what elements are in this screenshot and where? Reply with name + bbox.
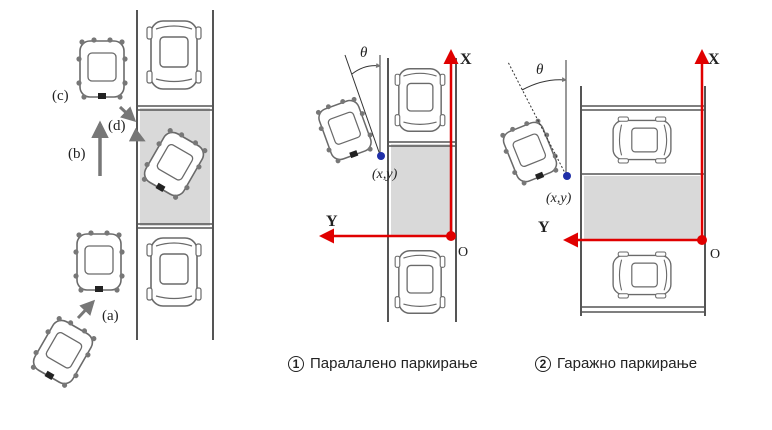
arrow-d bbox=[118, 105, 137, 123]
target-space bbox=[584, 176, 700, 240]
arrow-a bbox=[76, 299, 96, 320]
heading-line bbox=[507, 61, 567, 176]
parked-car bbox=[394, 67, 446, 133]
robot-car bbox=[495, 114, 565, 189]
caption-garage: 2 Гаражно паркирање bbox=[535, 355, 697, 372]
theta-arc bbox=[521, 77, 567, 91]
target-space bbox=[391, 144, 453, 236]
garage-panel: θ (x,y) X Y O bbox=[495, 49, 720, 316]
parked-car bbox=[146, 20, 202, 90]
origin-label: O bbox=[458, 245, 468, 260]
parked-car bbox=[612, 116, 672, 164]
origin-point bbox=[446, 231, 456, 241]
x-axis-label: X bbox=[460, 51, 472, 68]
y-axis-label: Y bbox=[326, 213, 338, 230]
parked-car bbox=[612, 251, 672, 299]
theta-label: θ bbox=[360, 45, 368, 61]
origin-label: O bbox=[710, 247, 720, 262]
heading-line bbox=[344, 54, 381, 156]
caption-text: Паралалено паркирање bbox=[310, 355, 478, 372]
theta-label: θ bbox=[536, 62, 544, 78]
parked-car bbox=[394, 249, 446, 315]
reference-point bbox=[377, 152, 385, 160]
y-axis-label: Y bbox=[538, 219, 550, 236]
reference-point bbox=[563, 172, 571, 180]
origin-point bbox=[697, 235, 707, 245]
x-axis-label: X bbox=[708, 51, 720, 68]
robot-car-a bbox=[72, 229, 126, 294]
caption-number: 2 bbox=[535, 355, 551, 372]
label-d: (d) bbox=[108, 118, 126, 134]
point-label: (x,y) bbox=[546, 191, 572, 206]
label-b: (b) bbox=[68, 146, 86, 162]
robot-car-start bbox=[24, 311, 102, 393]
caption-parallel: 1 Паралалено паркирање bbox=[288, 355, 478, 372]
robot-car-c bbox=[75, 36, 129, 101]
parallel-panel: θ (x,y) X Y O bbox=[311, 45, 472, 322]
robot-car bbox=[311, 92, 379, 167]
theta-arc bbox=[351, 62, 381, 75]
arrow-d2 bbox=[128, 127, 146, 142]
label-a: (a) bbox=[102, 308, 119, 324]
left-panel: (a) (b) (c) (d) bbox=[24, 10, 214, 393]
caption-number: 1 bbox=[288, 355, 304, 372]
caption-text: Гаражно паркирање bbox=[557, 355, 698, 372]
point-label: (x,y) bbox=[372, 167, 398, 182]
label-c: (c) bbox=[52, 88, 69, 104]
parked-car bbox=[146, 237, 202, 307]
